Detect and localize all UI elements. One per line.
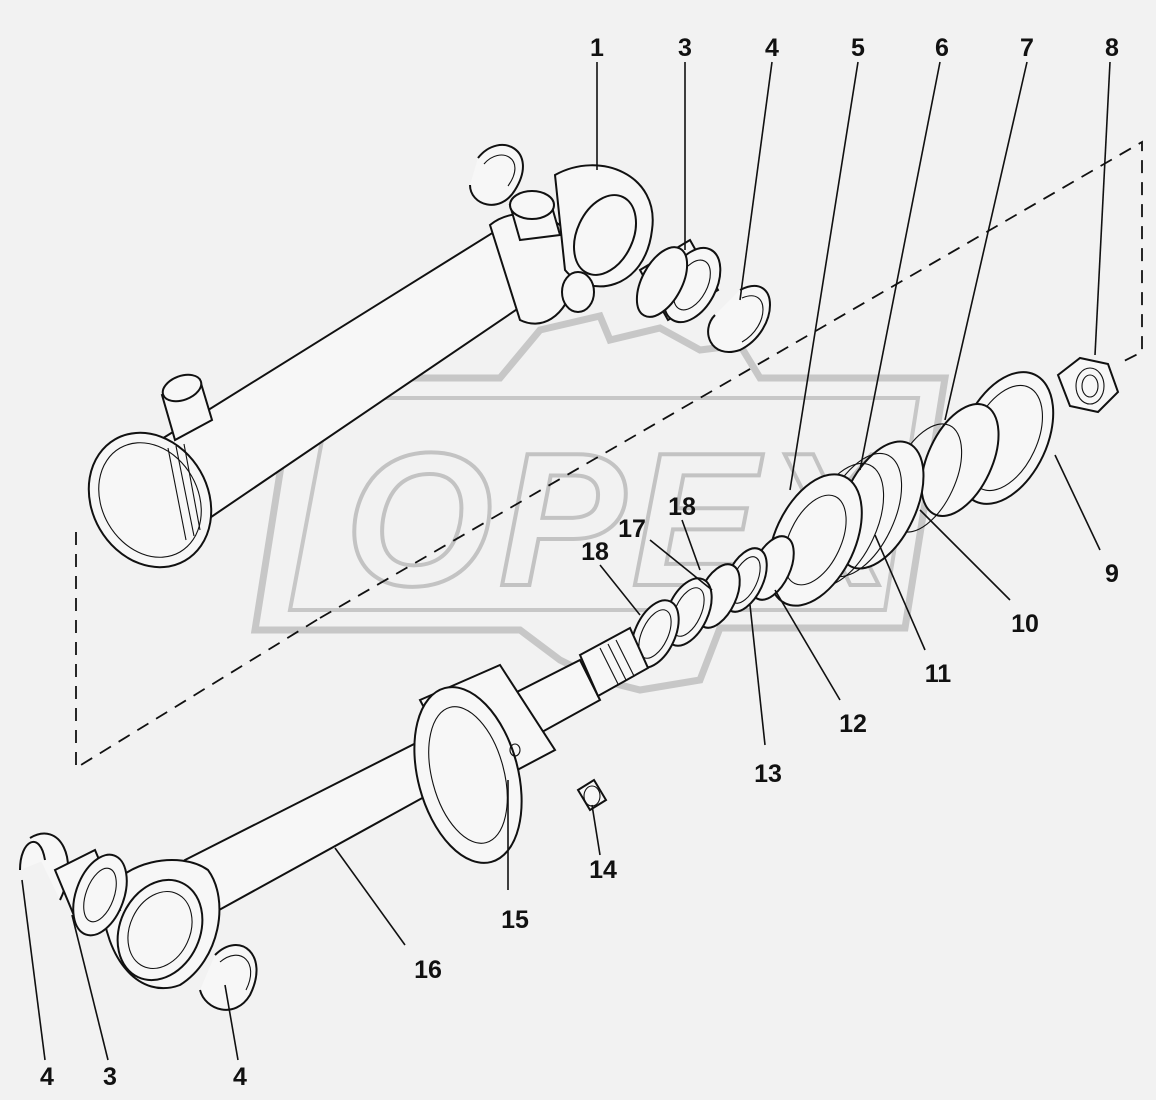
callout-14: 14 bbox=[589, 856, 617, 884]
seal-rings bbox=[630, 535, 795, 669]
callout-15: 15 bbox=[501, 906, 529, 934]
callout-4-top: 4 bbox=[765, 34, 779, 62]
callout-4-bottom-right: 4 bbox=[233, 1063, 247, 1091]
callout-11: 11 bbox=[925, 660, 952, 688]
callout-18-lower: 18 bbox=[581, 538, 609, 566]
assembly-axis-lines bbox=[75, 140, 1143, 770]
circlip-top-left bbox=[469, 143, 524, 206]
rod-guide bbox=[413, 663, 557, 864]
callout-1: 1 bbox=[590, 34, 604, 62]
callout-10: 10 bbox=[1011, 610, 1039, 638]
callout-numbers: 1 3 4 5 6 7 8 9 10 11 12 13 14 15 16 17 … bbox=[40, 34, 1119, 1091]
callout-17: 17 bbox=[618, 515, 646, 543]
callout-9: 9 bbox=[1105, 560, 1119, 588]
callout-18-upper: 18 bbox=[668, 493, 696, 521]
cylinder-barrel bbox=[87, 164, 654, 569]
circlip-bottom-right bbox=[199, 944, 258, 1011]
callout-6: 6 bbox=[935, 34, 949, 62]
bottom-left-parts bbox=[19, 832, 128, 937]
piston-rod bbox=[100, 626, 650, 990]
callout-4-bottom-left: 4 bbox=[40, 1063, 54, 1091]
callout-3-bottom-left: 3 bbox=[103, 1063, 117, 1091]
callout-16: 16 bbox=[414, 956, 442, 984]
callout-5: 5 bbox=[851, 34, 865, 62]
piston-assembly bbox=[767, 371, 1055, 607]
callout-3-top: 3 bbox=[678, 34, 692, 62]
callout-7: 7 bbox=[1020, 34, 1034, 62]
leader-lines bbox=[21, 61, 1111, 1061]
callout-13: 13 bbox=[754, 760, 782, 788]
nut bbox=[1056, 356, 1120, 414]
callout-8: 8 bbox=[1105, 34, 1119, 62]
circlip-top-right bbox=[707, 285, 771, 353]
bushing-top bbox=[635, 238, 722, 324]
callout-12: 12 bbox=[839, 710, 867, 738]
